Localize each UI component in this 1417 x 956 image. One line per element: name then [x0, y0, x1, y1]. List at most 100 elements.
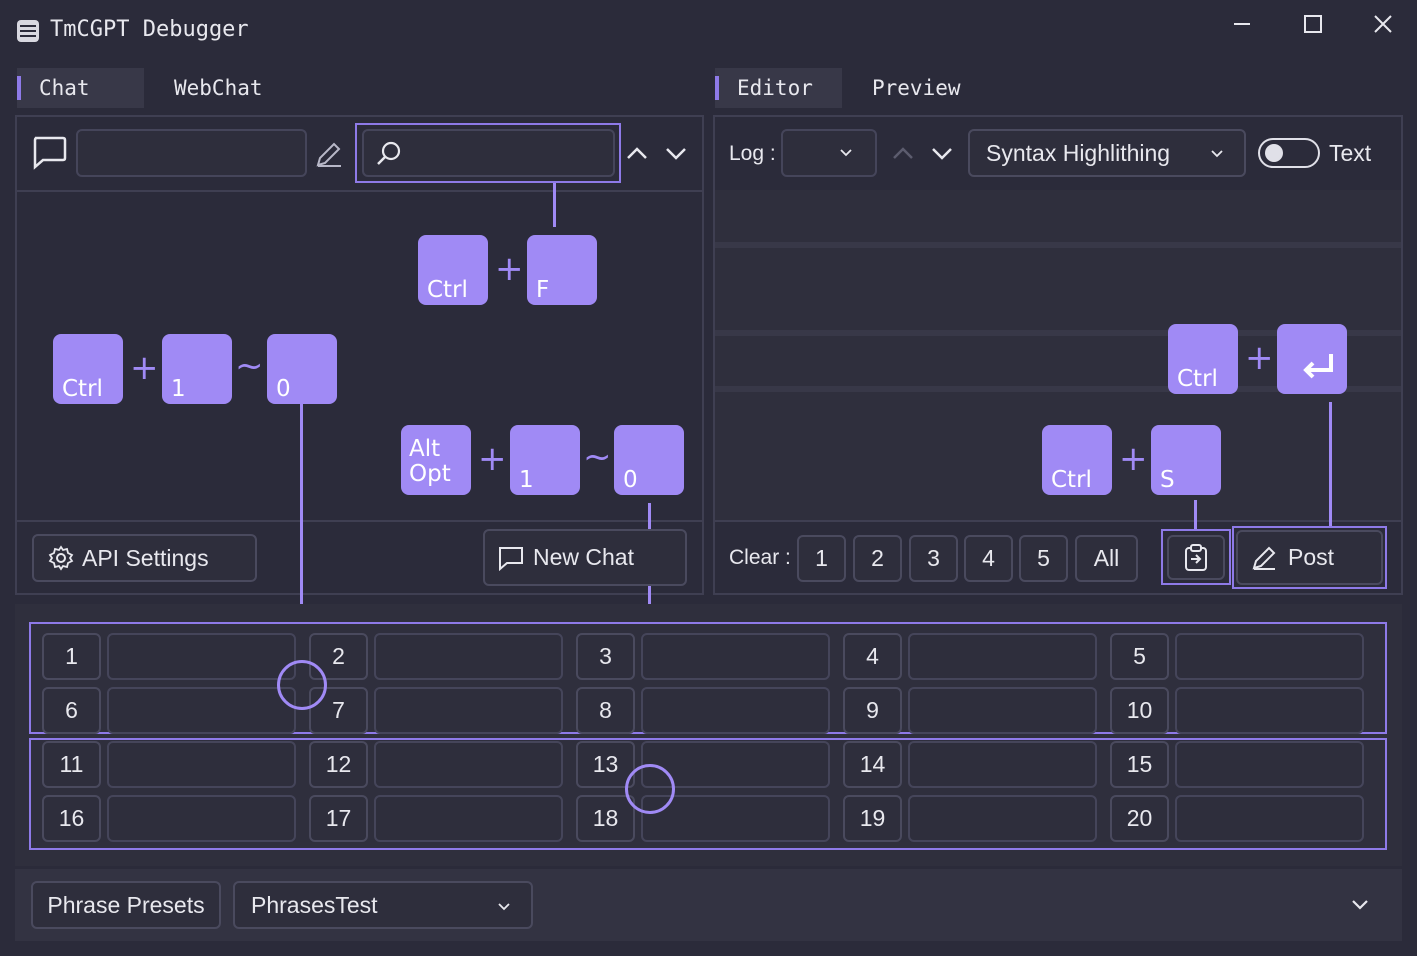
text-toggle-label: Text	[1329, 140, 1372, 166]
tab-editor[interactable]: Editor	[715, 68, 842, 108]
slot-phrase-field[interactable]	[908, 795, 1097, 842]
plus-sign: +	[130, 348, 159, 388]
slot-phrase-field[interactable]	[107, 633, 296, 680]
clear-all-button[interactable]: All	[1075, 535, 1138, 582]
slot-phrase-field[interactable]	[107, 687, 296, 734]
footer-expand-button[interactable]	[1347, 893, 1373, 917]
syntax-highlighting-select[interactable]: Syntax Highlithing	[968, 129, 1246, 177]
api-settings-button[interactable]: API Settings	[32, 534, 257, 582]
log-next-button[interactable]	[929, 140, 955, 166]
slot-phrase-field[interactable]	[1175, 633, 1364, 680]
tab-chat[interactable]: Chat	[17, 68, 144, 108]
chat-title-input[interactable]	[76, 129, 307, 177]
title-bar	[0, 0, 1417, 62]
slot-phrase-field[interactable]	[908, 687, 1097, 734]
chevron-down-icon	[498, 903, 510, 911]
slot-number-button[interactable]: 5	[1110, 633, 1169, 680]
slot-phrase-field[interactable]	[1175, 741, 1364, 788]
key-ctrl: Ctrl	[418, 235, 488, 305]
tab-preview[interactable]: Preview	[872, 68, 982, 108]
paste-button[interactable]	[1167, 535, 1225, 580]
clear-4-button[interactable]: 4	[964, 535, 1013, 582]
slot-phrase-field[interactable]	[374, 633, 563, 680]
connector-line	[1194, 500, 1197, 530]
new-chat-button[interactable]: New Chat	[483, 529, 687, 586]
slot-phrase-field[interactable]	[641, 795, 830, 842]
plus-sign: +	[478, 439, 507, 479]
connector-line	[553, 183, 556, 227]
slot-number-button[interactable]: 6	[42, 687, 101, 734]
key-1: 1	[162, 334, 232, 404]
chat-bubble-icon[interactable]	[29, 132, 69, 172]
slot-phrase-field[interactable]	[107, 795, 296, 842]
clear-5-button[interactable]: 5	[1019, 535, 1068, 582]
search-input[interactable]	[362, 129, 615, 177]
slot-number-button[interactable]: 1	[42, 633, 101, 680]
clear-1-button[interactable]: 1	[797, 535, 846, 582]
slot-number-button[interactable]: 10	[1110, 687, 1169, 734]
chat-bubble-icon	[499, 546, 523, 571]
gear-icon	[48, 545, 74, 571]
window-title: TmCGPT Debugger	[50, 17, 249, 42]
tab-active-indicator	[17, 76, 21, 100]
tab-webchat[interactable]: WebChat	[174, 68, 284, 108]
close-button[interactable]	[1363, 10, 1403, 38]
slot-phrase-field[interactable]	[641, 633, 830, 680]
divider	[17, 520, 702, 522]
log-label: Log :	[729, 142, 776, 165]
phrase-preset-select[interactable]: PhrasesTest	[233, 881, 533, 929]
minimize-button[interactable]	[1222, 10, 1262, 38]
slot-number-button[interactable]: 12	[309, 741, 368, 788]
key-0: 0	[614, 425, 684, 495]
slot-number-button[interactable]: 15	[1110, 741, 1169, 788]
tab-preview-label: Preview	[872, 76, 961, 100]
slot-phrase-field[interactable]	[641, 687, 830, 734]
slot-phrase-field[interactable]	[374, 741, 563, 788]
search-highlight-frame	[355, 123, 621, 183]
slot-number-button[interactable]: 8	[576, 687, 635, 734]
chevron-down-icon	[840, 149, 852, 157]
maximize-button[interactable]	[1293, 10, 1333, 38]
slot-number-button[interactable]: 11	[42, 741, 101, 788]
slot-number-button[interactable]: 14	[843, 741, 902, 788]
close-icon	[1374, 15, 1392, 33]
slot-phrase-field[interactable]	[374, 795, 563, 842]
search-prev-button[interactable]	[624, 140, 650, 166]
post-button[interactable]: Post	[1236, 530, 1383, 585]
enter-icon	[1303, 354, 1333, 379]
footer-bar	[15, 869, 1402, 941]
slot-number-button[interactable]: 4	[843, 633, 902, 680]
chevron-up-icon	[893, 147, 913, 159]
key-ctrl: Ctrl	[1168, 324, 1238, 394]
slot-number-button[interactable]: 13	[576, 741, 635, 788]
chevron-down-icon	[1352, 900, 1368, 910]
log-prev-button[interactable]	[890, 140, 916, 166]
clear-2-button[interactable]: 2	[853, 535, 902, 582]
slot-number-button[interactable]: 16	[42, 795, 101, 842]
tab-chat-label: Chat	[39, 76, 90, 100]
text-toggle[interactable]	[1258, 138, 1320, 168]
slot-phrase-field[interactable]	[1175, 687, 1364, 734]
slot-number-button[interactable]: 20	[1110, 795, 1169, 842]
key-alt-opt: Alt Opt	[401, 425, 471, 495]
slot-group-11-20	[29, 738, 1387, 850]
slot-number-button[interactable]: 9	[843, 687, 902, 734]
phrase-presets-button[interactable]: Phrase Presets	[31, 881, 221, 929]
slot-number-button[interactable]: 17	[309, 795, 368, 842]
chat-panel	[15, 115, 704, 595]
slot-number-button[interactable]: 18	[576, 795, 635, 842]
slot-phrase-field[interactable]	[908, 741, 1097, 788]
clear-3-button[interactable]: 3	[909, 535, 958, 582]
post-label: Post	[1288, 544, 1335, 570]
search-next-button[interactable]	[663, 140, 689, 166]
slot-number-button[interactable]: 3	[576, 633, 635, 680]
key-enter	[1277, 324, 1347, 394]
clipboard-icon	[1185, 543, 1207, 571]
log-select[interactable]	[781, 129, 877, 177]
slot-number-button[interactable]: 19	[843, 795, 902, 842]
slot-phrase-field[interactable]	[908, 633, 1097, 680]
slot-phrase-field[interactable]	[107, 741, 296, 788]
rename-pencil-icon[interactable]	[314, 139, 344, 169]
slot-phrase-field[interactable]	[1175, 795, 1364, 842]
slot-phrase-field[interactable]	[374, 687, 563, 734]
